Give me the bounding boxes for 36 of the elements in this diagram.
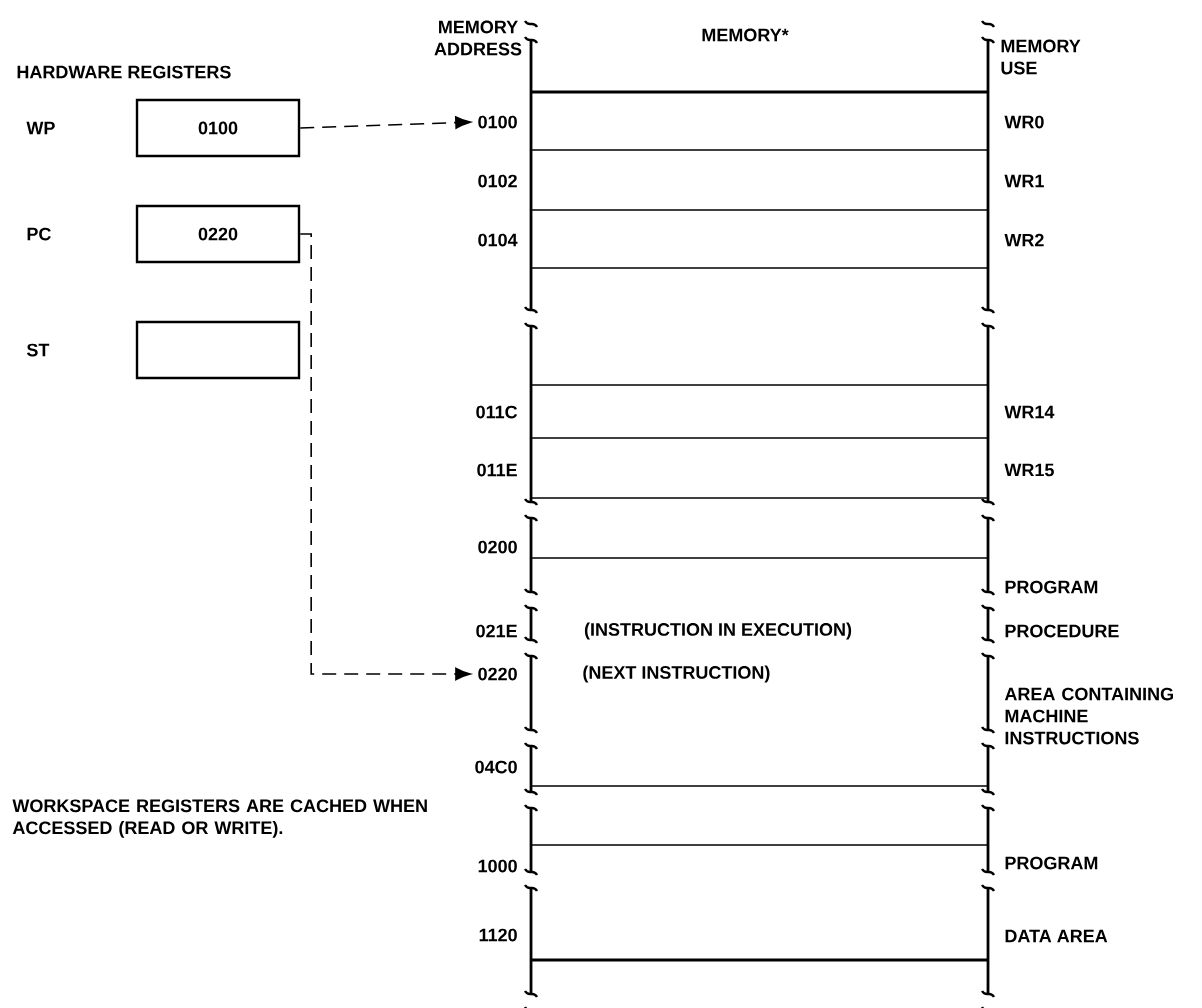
usage-label: WR1: [1004, 174, 1044, 188]
cell-text: (NEXT INSTRUCTION): [583, 665, 770, 683]
usage-label: PROGRAM: [1005, 856, 1098, 870]
cell-text: (INSTRUCTION IN EXECUTION): [584, 622, 852, 640]
register-box: [135, 320, 301, 380]
note: WORKSPACE REGISTERS ARE CACHED WHEN ACCESSED (READ OR WRITE).: [12, 799, 427, 838]
usage-label: DATA AREA: [1005, 929, 1108, 943]
register-box: 0100: [135, 98, 301, 158]
heading: HARDWARE REGISTERS: [17, 65, 231, 79]
address-label: 021E: [476, 624, 517, 638]
usage-label: WR0: [1004, 115, 1044, 129]
address-label: 0200: [478, 540, 517, 554]
arrow: [299, 233, 471, 681]
column-heading: MEMORY ADDRESS: [434, 20, 522, 56]
address-label: 0220: [478, 667, 517, 681]
register-box: 0220: [135, 204, 301, 264]
usage-label: WR15: [1004, 463, 1054, 477]
address-label: 0104: [478, 233, 518, 247]
address-label: 011C: [476, 405, 518, 419]
column-heading: MEMORY USE: [1001, 39, 1081, 75]
address-label: 04C0: [475, 760, 517, 774]
register-name: PC: [27, 227, 51, 241]
usage-label: PROCEDURE: [1005, 624, 1119, 638]
register-name: ST: [26, 343, 50, 357]
arrow: [299, 116, 471, 129]
address-label: 011E: [477, 463, 517, 477]
usage-label: PROGRAM: [1005, 580, 1098, 594]
usage-label: WR2: [1004, 233, 1044, 247]
address-label: 0102: [478, 174, 517, 188]
address-label: 0100: [478, 115, 517, 129]
address-label: 1000: [478, 859, 517, 873]
usage-label: AREA CONTAINING MACHINE INSTRUCTIONS: [1004, 687, 1173, 745]
address-label: 1120: [479, 928, 517, 942]
usage-label: WR14: [1004, 405, 1055, 419]
column-heading: MEMORY*: [702, 28, 789, 42]
register-name: WP: [26, 121, 55, 135]
